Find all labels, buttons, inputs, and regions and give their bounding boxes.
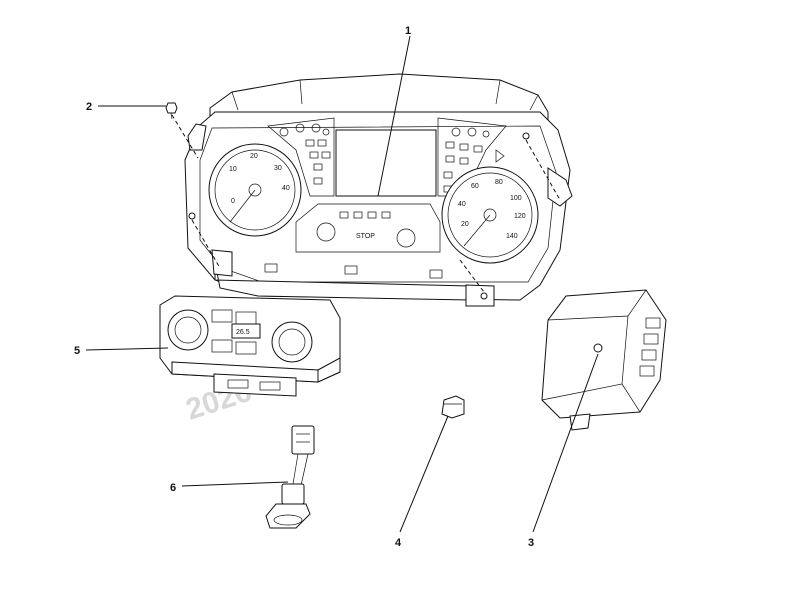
- cluster-screw-left: [188, 212, 196, 220]
- sensor-part-4: [441, 395, 465, 419]
- callout-4: 4: [395, 415, 449, 549]
- callout-5-number: 5: [74, 345, 80, 357]
- callout-6-number: 6: [170, 482, 176, 494]
- assembly-line-screw-bottom-left: [191, 219, 221, 269]
- climate-temp-readout: 26.5: [236, 329, 250, 336]
- callout-2: 2: [86, 101, 166, 113]
- right-dial-tick-40: 40: [458, 201, 466, 208]
- callout-1: 1: [377, 25, 411, 197]
- callout-2-number: 2: [86, 101, 92, 113]
- stop-indicator: STOP: [356, 233, 375, 240]
- center-subpanel: STOP: [295, 203, 441, 253]
- right-dial-tick-20: 20: [461, 221, 469, 228]
- callout-1-number: 1: [405, 25, 411, 37]
- left-temperature-knob: [167, 309, 209, 351]
- left-dial-tick-0: 0: [231, 198, 235, 205]
- assembly-line-screw-top-right: [525, 139, 561, 201]
- callout-6: 6: [170, 481, 289, 494]
- right-dial-tick-100: 100: [510, 195, 522, 202]
- center-display: [335, 129, 437, 197]
- left-telltale-strip: [267, 117, 335, 197]
- speedometer-dial: 20 40 60 80 100 120 140: [441, 166, 539, 264]
- callout-5: 5: [74, 345, 169, 357]
- assembly-line-screw-top-left: [171, 114, 199, 159]
- climate-control-panel: 26.5: [159, 295, 341, 397]
- left-dial-tick-40: 40: [282, 185, 290, 192]
- left-dial-tick-10: 10: [229, 166, 237, 173]
- right-dial-tick-60: 60: [471, 183, 479, 190]
- instrument-cluster: 0 10 20 30 40 20 40 60 80 100 120 140: [184, 73, 573, 307]
- connector-switch-part-6: [265, 425, 315, 529]
- right-fan-knob: [271, 321, 313, 363]
- callout-3: 3: [528, 353, 599, 549]
- climate-temp-display: [231, 323, 261, 339]
- control-module-box: [541, 289, 667, 431]
- screw-part-2: [165, 102, 178, 120]
- callout-3-number: 3: [528, 537, 534, 549]
- callout-4-number: 4: [395, 537, 402, 549]
- right-dial-tick-140: 140: [506, 233, 518, 240]
- right-dial-tick-120: 120: [514, 213, 526, 220]
- cluster-screw-right: [480, 292, 488, 300]
- left-dial-tick-30: 30: [274, 165, 282, 172]
- tachometer-dial: 0 10 20 30 40: [208, 143, 302, 237]
- left-dial-tick-20: 20: [250, 153, 258, 160]
- cluster-screw-top-right: [522, 132, 530, 140]
- right-dial-tick-80: 80: [495, 179, 503, 186]
